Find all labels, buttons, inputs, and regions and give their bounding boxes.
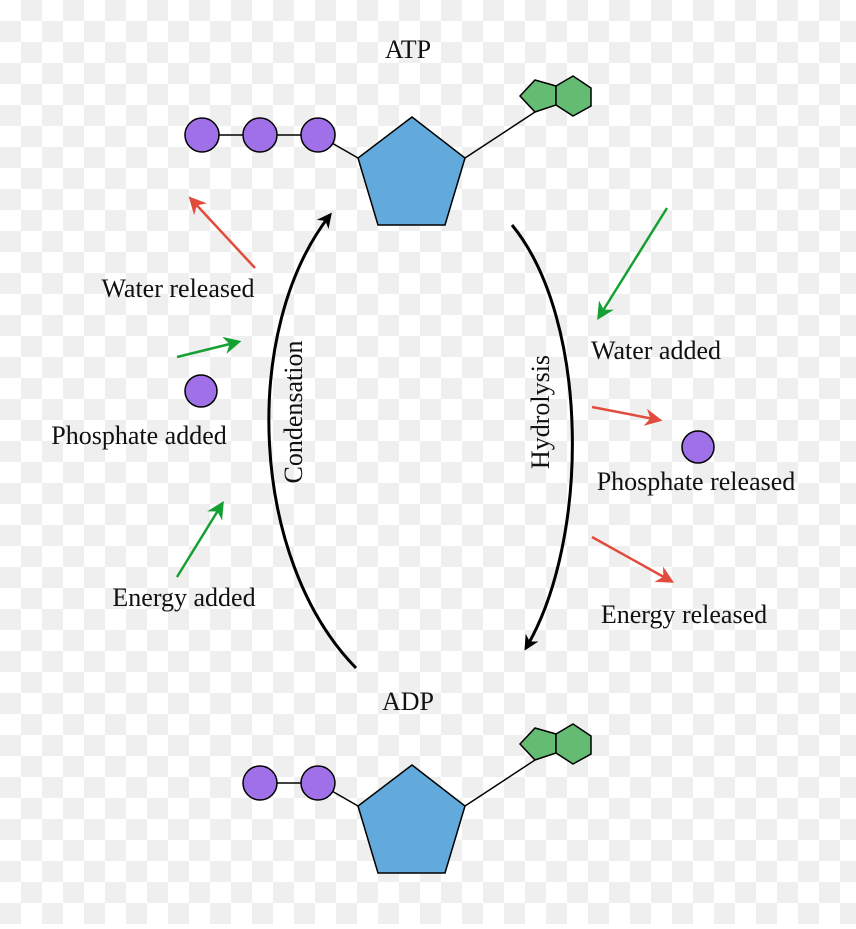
hydrolysis-label: Hydrolysis bbox=[526, 355, 555, 469]
ribose-pentagon bbox=[357, 764, 466, 874]
energy-released-arrow bbox=[591, 535, 675, 583]
energy-released-label: Energy released bbox=[601, 600, 767, 629]
atp-label: ATP bbox=[385, 35, 431, 64]
ribose-pentagon bbox=[357, 116, 466, 226]
water-added-label: Water added bbox=[591, 336, 721, 365]
phosphate-released-label: Phosphate released bbox=[597, 467, 796, 496]
phosphate-group bbox=[242, 765, 278, 801]
water-released-arrow bbox=[188, 196, 256, 269]
phosphate-added-arrow bbox=[176, 336, 242, 359]
adenine-hexagon bbox=[555, 723, 592, 765]
atp-molecule bbox=[184, 75, 592, 226]
adenine-pentagon bbox=[518, 79, 557, 113]
phosphate-added-icon bbox=[184, 374, 218, 408]
condensation-arrow bbox=[267, 212, 358, 670]
phosphate-group bbox=[300, 117, 336, 153]
water-added-arrow bbox=[597, 207, 669, 320]
phosphate-added-label: Phosphate added bbox=[51, 421, 226, 450]
phosphate-released-icon bbox=[681, 430, 715, 464]
adp-label: ADP bbox=[382, 687, 434, 716]
adp-molecule bbox=[242, 723, 592, 874]
phosphate-group bbox=[242, 117, 278, 153]
adenine-hexagon bbox=[555, 75, 592, 117]
hydrolysis-arrow bbox=[510, 224, 574, 651]
energy-added-arrow bbox=[175, 501, 224, 578]
adenine-pentagon bbox=[518, 727, 557, 761]
energy-added-label: Energy added bbox=[112, 583, 255, 612]
phosphate-released-arrow bbox=[591, 405, 663, 426]
water-released-label: Water released bbox=[101, 274, 254, 303]
phosphate-group bbox=[184, 117, 220, 153]
phosphate-group bbox=[300, 765, 336, 801]
condensation-label: Condensation bbox=[279, 341, 308, 484]
